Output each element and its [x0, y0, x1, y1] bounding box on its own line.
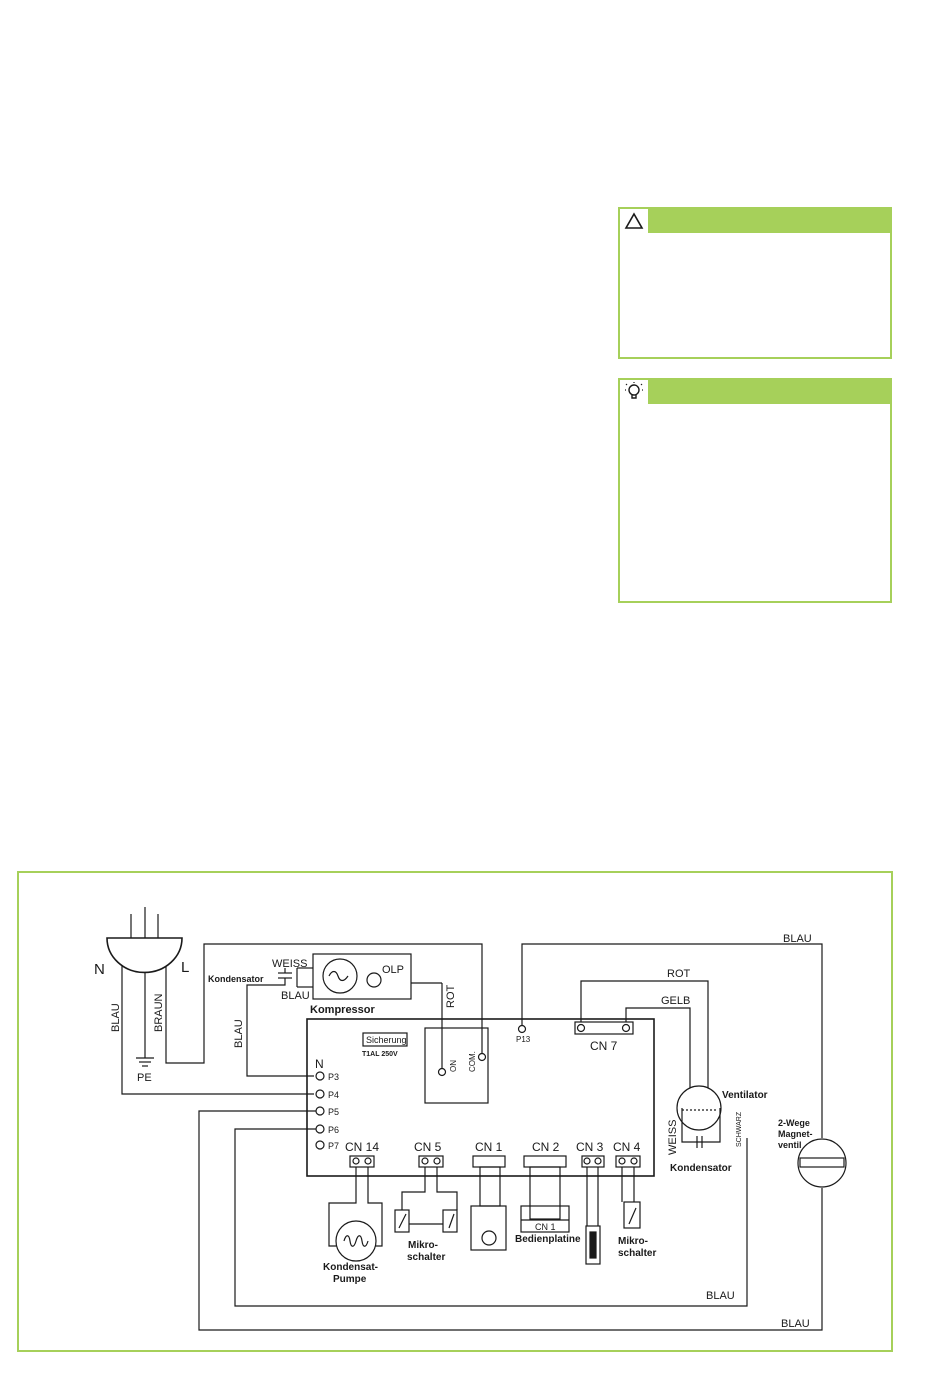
pe-label: PE	[137, 1072, 152, 1084]
wire-label-braun: BRAUN	[153, 993, 165, 1032]
relay-box	[424, 1027, 489, 1104]
valve-label-line3: ventil	[778, 1140, 802, 1150]
compressor-motor-icon	[322, 958, 358, 994]
cn1-connector	[472, 1155, 506, 1168]
control-panel-icon	[520, 1205, 570, 1233]
board-n-label: N	[315, 1057, 324, 1071]
cn7-label: CN 7	[590, 1039, 618, 1053]
micro-a-label-line1: Mikro-	[408, 1240, 438, 1251]
tip-box	[618, 378, 892, 603]
fuse-box	[362, 1032, 408, 1047]
fan-motor-icon	[676, 1085, 722, 1131]
wiring-diagram: N L PE BLAU BRAUN BLAU WEISS BLAU Konden…	[94, 907, 847, 1331]
panel-label: Bedienplatine	[515, 1234, 581, 1245]
cn7-connector	[574, 1021, 634, 1035]
cn2-label: CN 2	[532, 1140, 560, 1154]
cn14-label: CN 14	[345, 1140, 379, 1154]
cn14-connector	[349, 1155, 375, 1168]
compressor-box	[312, 953, 412, 1000]
warning-header	[620, 209, 890, 233]
wire-label-blau-left: BLAU	[110, 1003, 122, 1032]
fan-capacitor-label: Kondensator	[670, 1163, 732, 1174]
warning-triangle-icon	[620, 209, 650, 233]
pin-p7-label: P7	[328, 1141, 339, 1151]
cn1-label: CN 1	[475, 1140, 503, 1154]
cn1-display-icon	[470, 1205, 507, 1251]
cn5-connector	[418, 1155, 444, 1168]
wire-label-gelb-fan: GELB	[661, 995, 690, 1007]
cn2-connector	[523, 1155, 567, 1168]
micro-b-label-line1: Mikro-	[618, 1236, 648, 1247]
fuse-label: Sicherung	[366, 1035, 407, 1045]
micro-switch-b-icon	[623, 1201, 641, 1229]
wiring-diagram-frame: N L PE BLAU BRAUN BLAU WEISS BLAU Konden…	[17, 871, 893, 1352]
temperature-sensor-icon	[585, 1225, 601, 1265]
pin-p6-label: P6	[328, 1125, 339, 1135]
relay-on-label: ON	[449, 1060, 458, 1072]
olp-label: OLP	[382, 964, 404, 976]
compressor-blau-label: BLAU	[281, 990, 310, 1002]
mains-plug	[106, 907, 183, 974]
compressor-weiss-label: WEISS	[272, 958, 307, 970]
pin-p3-label: P3	[328, 1072, 339, 1082]
cn4-connector	[615, 1155, 641, 1168]
warning-box	[618, 207, 892, 359]
wire-label-blau-bottom-inner: BLAU	[706, 1290, 735, 1302]
cn3-label: CN 3	[576, 1140, 604, 1154]
compressor-capacitor-label: Kondensator	[208, 974, 264, 984]
pump-label-line2: Pumpe	[333, 1274, 367, 1285]
lightbulb-icon	[620, 380, 650, 404]
fuse-rating-label: T1AL 250V	[362, 1051, 398, 1058]
cn3-connector	[581, 1155, 605, 1168]
pin-p4-label: P4	[328, 1090, 339, 1100]
wire-label-blau-comp: BLAU	[233, 1019, 245, 1048]
relay-com-label: COM.	[468, 1051, 477, 1072]
cn5-label: CN 5	[414, 1140, 442, 1154]
panel-cn1-label: CN 1	[535, 1222, 556, 1232]
valve-label-line1: 2-Wege	[778, 1118, 810, 1128]
pump-label-line1: Kondensat-	[323, 1262, 378, 1273]
plug-n-label: N	[94, 961, 105, 978]
compressor-label: Kompressor	[310, 1004, 376, 1016]
wire-label-rot-comp: ROT	[445, 985, 457, 1009]
board-pins	[315, 1071, 325, 1150]
wire-label-rot-fan: ROT	[667, 968, 691, 980]
plug-l-label: L	[181, 959, 189, 976]
tip-header	[620, 380, 890, 404]
pin-p5-label: P5	[328, 1107, 339, 1117]
wire-label-blau-top: BLAU	[783, 933, 812, 945]
wire-label-blau-bottom-outer: BLAU	[781, 1318, 810, 1330]
micro-b-label-line2: schalter	[618, 1248, 656, 1259]
micro-a-label-line2: schalter	[407, 1252, 445, 1263]
wire-label-schwarz-fan: SCHWARZ	[736, 1111, 743, 1147]
p13-label: P13	[516, 1035, 531, 1044]
valve-label-line2: Magnet-	[778, 1129, 813, 1139]
micro-switch-a-icon	[394, 1209, 410, 1233]
fan-label: Ventilator	[722, 1090, 768, 1101]
pe-ground-icon	[136, 1057, 154, 1067]
wire-label-weiss-fan: WEISS	[667, 1120, 679, 1155]
cn4-label: CN 4	[613, 1140, 641, 1154]
